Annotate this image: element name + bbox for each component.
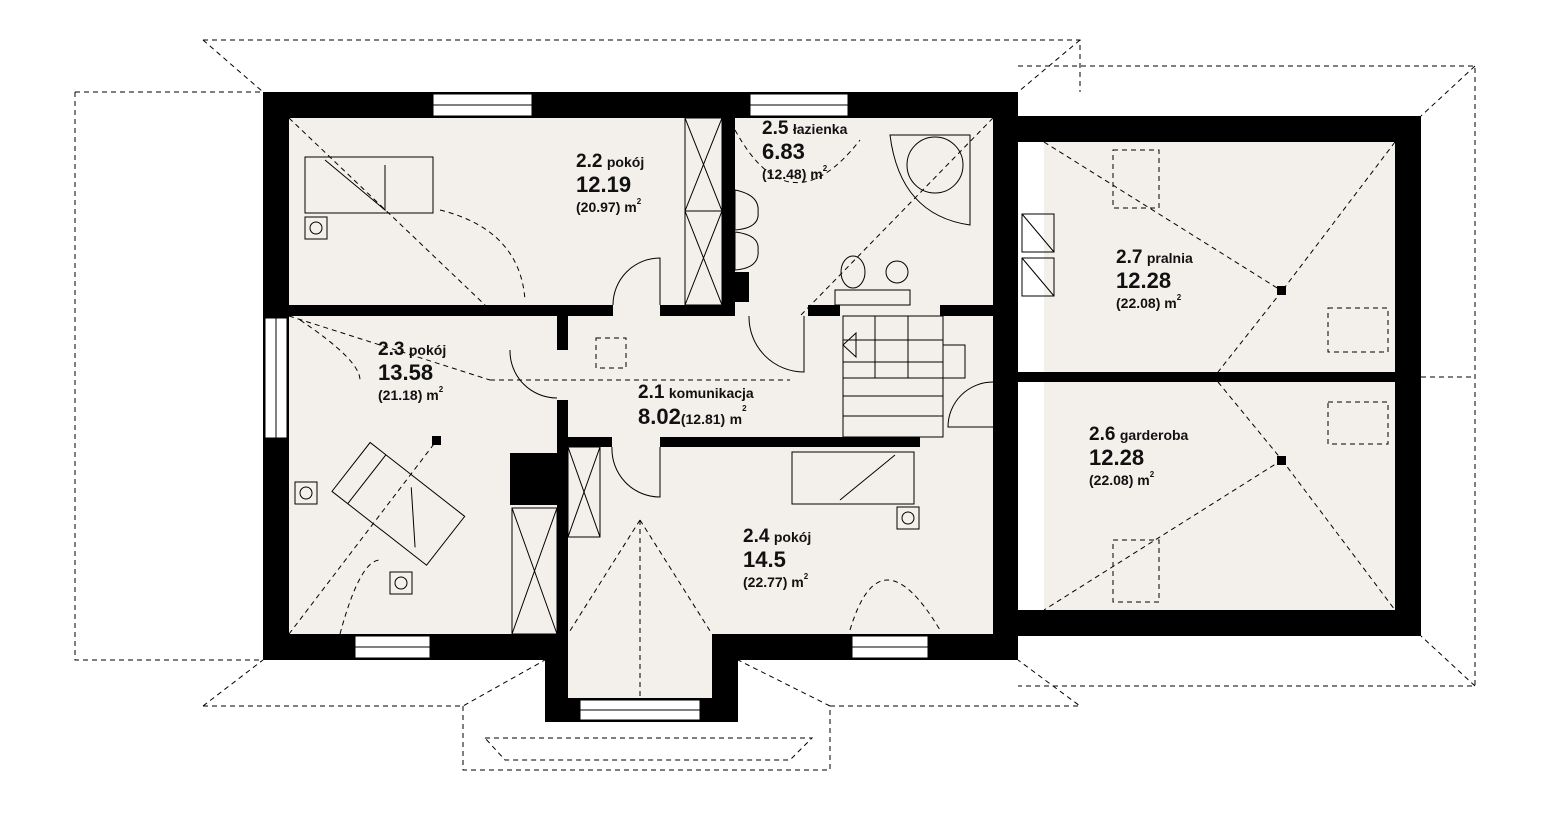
floor-left <box>289 118 993 634</box>
furniture <box>294 117 1055 635</box>
roof-outline <box>74 39 1476 771</box>
walls <box>263 92 1421 722</box>
ceiling-lines <box>288 117 1396 698</box>
windows <box>264 93 929 721</box>
